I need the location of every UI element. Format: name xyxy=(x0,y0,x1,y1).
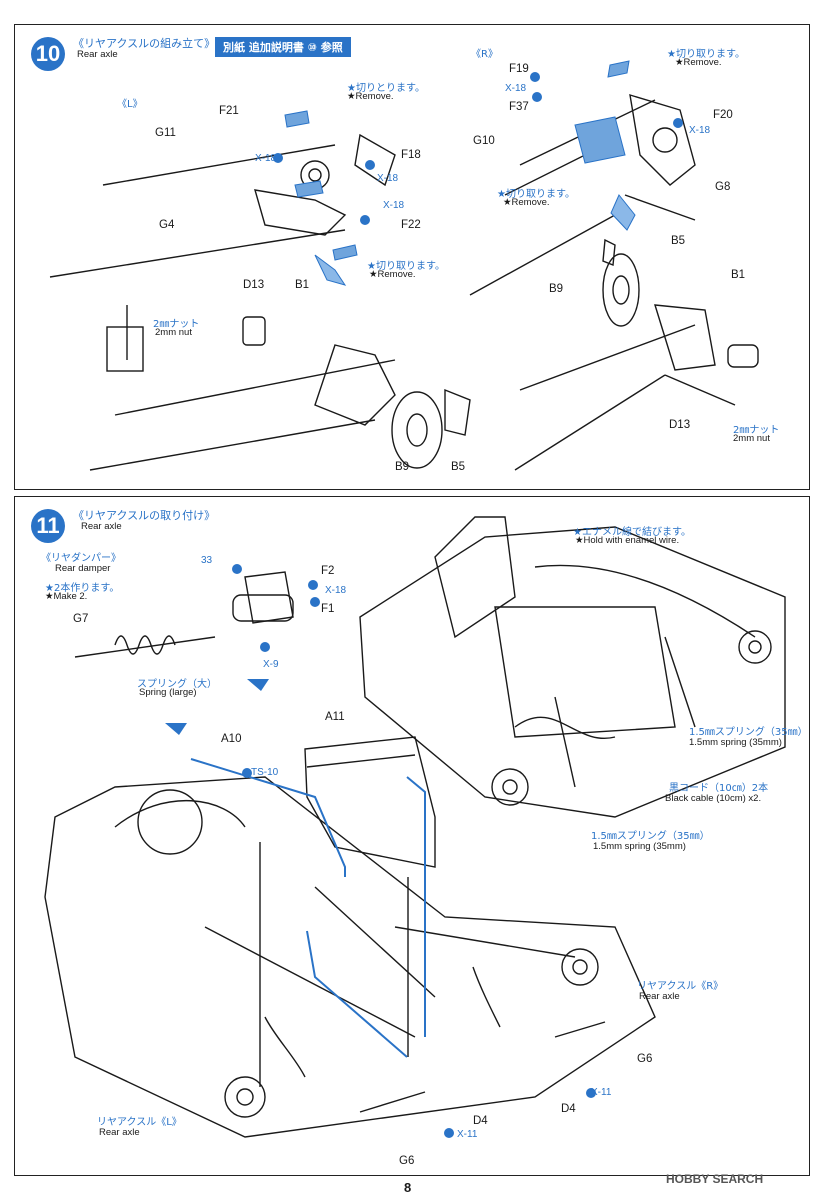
step-11-number: 11 xyxy=(31,509,65,543)
right-side-label: 《R》 xyxy=(471,49,498,60)
spring-large-jp: スプリング（大） xyxy=(137,679,217,690)
nut-note-right-en: 2mm nut xyxy=(733,433,770,444)
spring-large-en: Spring (large) xyxy=(139,687,197,698)
step-10-number: 10 xyxy=(31,37,65,71)
make-two-jp: ★2本作ります。 xyxy=(45,583,120,594)
part-label: G7 xyxy=(73,613,89,625)
step-11-illustration xyxy=(44,516,786,1138)
part-label: B1 xyxy=(295,279,310,291)
axle-l-jp: リヤアクスル《L》 xyxy=(97,1117,182,1128)
step-10-title-en: Rear axle xyxy=(77,49,118,60)
spring-15-en-1: 1.5mm spring (35mm) xyxy=(689,737,782,748)
remove-note-1-en: ★Remove. xyxy=(347,91,394,102)
part-label: F2 xyxy=(321,565,335,577)
step-11-panel: 11 《リヤアクスルの取り付け》 Rear axle 《リヤダンパー》 Rear… xyxy=(14,496,810,1176)
part-label: TS-10 xyxy=(251,767,279,778)
part-label: X-18 xyxy=(377,173,399,184)
part-label: B5 xyxy=(671,235,686,247)
nut-note-right-jp: 2㎜ナット xyxy=(733,425,780,436)
part-label: F21 xyxy=(219,105,239,117)
left-side-label: 《L》 xyxy=(117,99,143,110)
step-11-title-jp: 《リヤアクスルの取り付け》 xyxy=(73,509,216,522)
remove-note-3-en: ★Remove. xyxy=(675,57,722,68)
part-label: G10 xyxy=(473,135,495,147)
black-cable-jp: 黒コード（10㎝）2本 xyxy=(669,783,769,794)
part-label: G6 xyxy=(637,1053,653,1065)
remove-note-2-jp: ★切り取ります。 xyxy=(367,261,445,272)
damper-title-en: Rear damper xyxy=(55,563,111,574)
part-label: X-18 xyxy=(689,125,711,136)
part-label: A10 xyxy=(221,733,242,745)
enamel-wire-en: ★Hold with enamel wire. xyxy=(575,535,680,546)
nut-note-left-jp: 2㎜ナット xyxy=(153,319,200,330)
remove-note-4-jp: ★切り取ります。 xyxy=(497,189,575,200)
watermark-logo: HOBBY SEARCH xyxy=(666,1172,764,1186)
part-label: F19 xyxy=(509,63,529,75)
spring-15-jp-2: 1.5㎜スプリング（35㎜） xyxy=(591,831,710,842)
step-10-title-jp: 《リヤアクスルの組み立て》 xyxy=(73,37,216,50)
part-label: F37 xyxy=(509,101,529,113)
spring-15-en-2: 1.5mm spring (35mm) xyxy=(593,841,686,852)
part-label: D13 xyxy=(669,419,691,431)
part-label: A11 xyxy=(325,711,345,723)
part-label: F22 xyxy=(401,219,421,231)
enamel-wire-jp: ★エナメル線で結びます。 xyxy=(573,527,691,538)
part-label: B9 xyxy=(395,461,410,473)
spring-15-jp-1: 1.5㎜スプリング（35㎜） xyxy=(689,727,808,738)
part-label: G4 xyxy=(159,219,175,231)
part-label: B5 xyxy=(451,461,466,473)
black-cable-en: Black cable (10cm) x2. xyxy=(665,793,762,804)
part-label: G11 xyxy=(155,127,176,139)
step-10-panel: 10 《リヤアクスルの組み立て》 Rear axle 別紙 追加説明書 ⑩ 参照… xyxy=(14,24,810,490)
remove-note-4-en: ★Remove. xyxy=(503,197,550,208)
part-label: G8 xyxy=(715,181,731,193)
reference-note: 別紙 追加説明書 ⑩ 参照 xyxy=(215,37,351,57)
axle-r-jp: リヤアクスル《R》 xyxy=(637,981,724,992)
part-label: X-9 xyxy=(263,659,279,670)
part-label: X-18 xyxy=(325,585,347,596)
part-label: 33 xyxy=(201,555,213,566)
part-label: X-18 xyxy=(505,83,527,94)
page-number: 8 xyxy=(404,1180,412,1195)
part-label: F1 xyxy=(321,603,335,615)
part-label: D4 xyxy=(473,1115,488,1127)
remove-note-3-jp: ★切り取ります。 xyxy=(667,49,745,60)
axle-r-en: Rear axle xyxy=(639,991,680,1002)
make-two-en: ★Make 2. xyxy=(45,591,88,602)
part-label: X-18 xyxy=(255,153,277,164)
part-label: B1 xyxy=(731,269,746,281)
part-label: X-11 xyxy=(591,1087,612,1098)
part-label: F18 xyxy=(401,149,421,161)
nut-note-left-en: 2mm nut xyxy=(155,327,192,338)
damper-title-jp: 《リヤダンパー》 xyxy=(41,553,121,564)
part-label: X-11 xyxy=(457,1129,478,1140)
part-label: F20 xyxy=(713,109,733,121)
part-label: D4 xyxy=(561,1103,576,1115)
part-label: D13 xyxy=(243,279,265,291)
remove-note-1-jp: ★切りとります。 xyxy=(347,83,425,94)
remove-note-2-en: ★Remove. xyxy=(369,269,416,280)
part-label: B9 xyxy=(549,283,564,295)
axle-l-en: Rear axle xyxy=(99,1127,140,1138)
step-10-illustration xyxy=(49,60,759,471)
step-11-title-en: Rear axle xyxy=(81,521,122,532)
part-label: X-18 xyxy=(383,200,405,211)
part-label: G6 xyxy=(399,1155,415,1167)
